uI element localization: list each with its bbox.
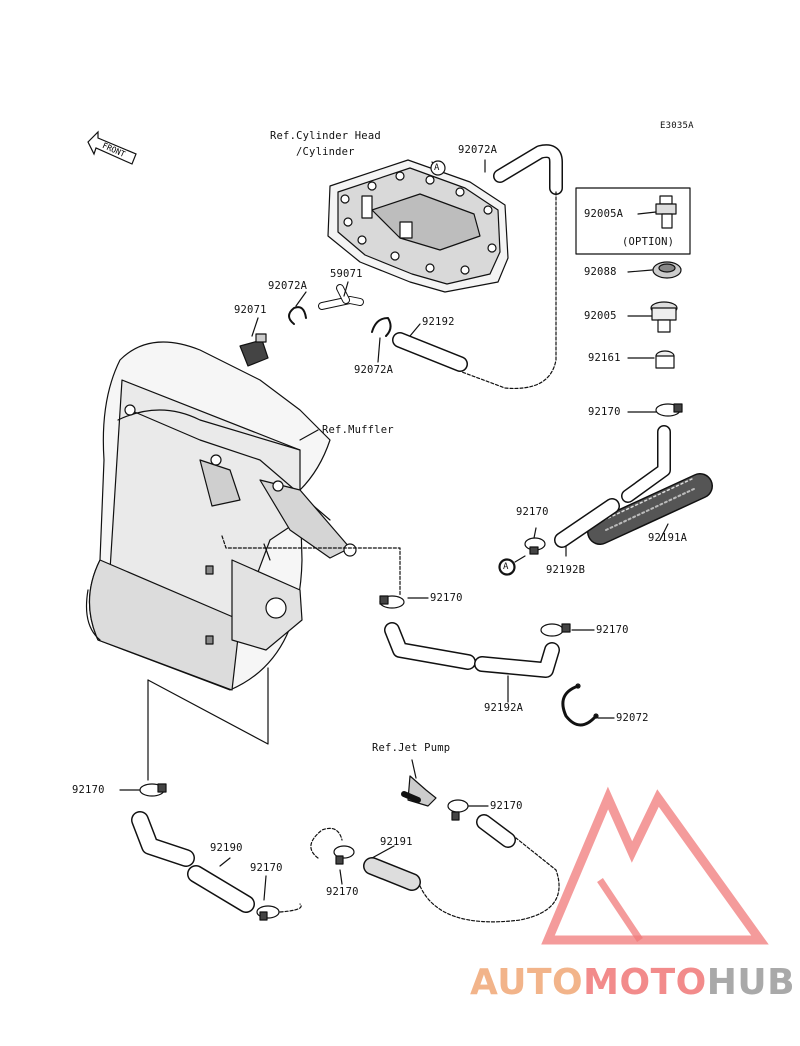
label-92170-low1: 92170: [250, 862, 283, 874]
diagram-code: E3035A: [660, 121, 694, 131]
front-direction-arrow: FRONT: [84, 130, 142, 170]
label-92088: 92088: [584, 266, 617, 278]
label-ref-jet-pump: Ref.Jet Pump: [372, 742, 451, 754]
fitting-59071: [318, 284, 364, 310]
fitting-92071: [239, 333, 269, 367]
label-92005A: 92005A: [584, 208, 624, 220]
watermark-text: AUTOMOTOHUB: [470, 962, 795, 1003]
watermark-moto: MOTO: [583, 962, 707, 1003]
callout-a-lower-label: A: [503, 562, 509, 572]
callout-a-top-label: A: [434, 163, 440, 173]
watermark-hub: HUB: [706, 962, 796, 1003]
label-92072A-mid: 92072A: [268, 280, 308, 292]
label-ref-cylinder-head: Ref.Cylinder Head: [270, 130, 381, 142]
label-92161: 92161: [588, 352, 621, 364]
label-92191A: 92191A: [648, 532, 688, 544]
fitting-92005A: [655, 195, 677, 229]
label-92072: 92072: [616, 712, 649, 724]
watermark-logo: [541, 786, 769, 945]
label-92170-r2: 92170: [596, 624, 629, 636]
label-92005: 92005: [584, 310, 617, 322]
label-92170-mid: 92170: [430, 592, 463, 604]
label-92192: 92192: [422, 316, 455, 328]
label-92170-jet: 92170: [490, 800, 523, 812]
label-92170-low2: 92170: [326, 886, 359, 898]
label-92190: 92190: [210, 842, 243, 854]
label-92191: 92191: [380, 836, 413, 848]
hose-92191A: [587, 473, 713, 545]
label-92071: 92071: [234, 304, 267, 316]
muffler: [85, 341, 357, 691]
label-92170-right: 92170: [588, 406, 621, 418]
label-92072A-top: 92072A: [458, 144, 498, 156]
watermark-auto: AUTO: [470, 962, 584, 1003]
callout-a-lower: [499, 559, 515, 575]
label-ref-muffler: Ref.Muffler: [322, 424, 394, 436]
label-59071: 59071: [330, 268, 363, 280]
label-92072A-low: 92072A: [354, 364, 394, 376]
label-92192A: 92192A: [484, 702, 524, 714]
cylinder-head: [327, 159, 509, 293]
label-ref-cylinder: /Cylinder: [296, 146, 355, 158]
label-option: (OPTION): [622, 236, 675, 248]
label-92170-center: 92170: [516, 506, 549, 518]
callout-a-top: [430, 160, 446, 176]
label-92170-left: 92170: [72, 784, 105, 796]
label-92192B: 92192B: [546, 564, 586, 576]
